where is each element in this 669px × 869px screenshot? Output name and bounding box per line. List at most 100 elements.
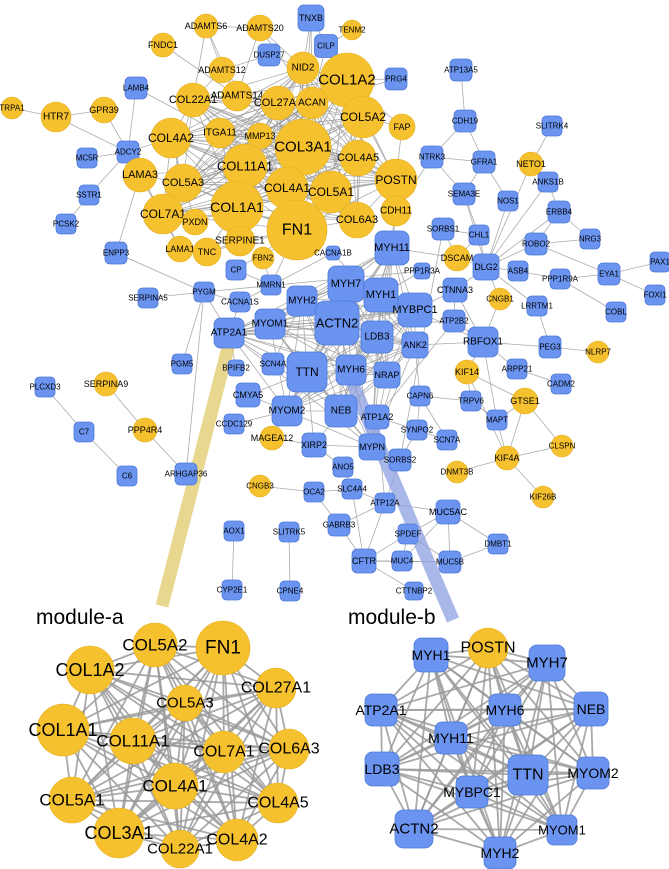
- gene-node-square[interactable]: [34, 376, 56, 398]
- gene-node-square[interactable]: [171, 353, 193, 375]
- main-node-COL1A1[interactable]: COL1A1: [210, 180, 264, 234]
- gene-node-square[interactable]: [497, 190, 519, 212]
- module-b-node-NEB[interactable]: NEB: [573, 691, 609, 727]
- gene-node-square[interactable]: [297, 4, 325, 32]
- gene-node-circle[interactable]: [266, 199, 328, 261]
- gene-node-square[interactable]: [537, 171, 559, 193]
- gene-node-square[interactable]: [363, 277, 399, 313]
- gene-node-square[interactable]: [124, 76, 148, 100]
- gene-node-square[interactable]: [550, 373, 572, 395]
- main-node-MYH1[interactable]: MYH1: [363, 277, 399, 313]
- gene-node-square[interactable]: [261, 352, 285, 376]
- gene-node-square[interactable]: [341, 478, 363, 500]
- main-node-MAGEA12[interactable]: MAGEA12: [251, 425, 294, 451]
- main-node-MYH2[interactable]: MYH2: [286, 285, 318, 317]
- main-node-PLCXD3[interactable]: PLCXD3: [29, 376, 61, 398]
- main-node-ARPP21[interactable]: ARPP21: [502, 358, 533, 380]
- gene-node-square[interactable]: [524, 232, 548, 256]
- main-node-C6[interactable]: C6: [116, 465, 138, 487]
- main-node-GABRB3[interactable]: GABRB3: [323, 513, 356, 537]
- main-node-ASB4[interactable]: ASB4: [507, 260, 529, 282]
- gene-node-square[interactable]: [455, 775, 489, 809]
- main-node-NRAP[interactable]: NRAP: [373, 361, 401, 389]
- main-node-ADAMTS20[interactable]: ADAMTS20: [236, 14, 284, 42]
- gene-node-square[interactable]: [137, 287, 159, 309]
- gene-node-square[interactable]: [327, 513, 351, 537]
- gene-node-circle[interactable]: [467, 627, 509, 669]
- main-node-SCN7A[interactable]: SCN7A: [434, 429, 461, 451]
- main-node-ENPP3[interactable]: ENPP3: [103, 241, 130, 265]
- module-a-node-COL11A1[interactable]: COL11A1: [96, 717, 170, 765]
- main-node-LAMB4[interactable]: LAMB4: [123, 76, 150, 100]
- main-node-TRPV6[interactable]: TRPV6: [458, 390, 484, 412]
- main-node-SERPINA5[interactable]: SERPINA5: [128, 287, 168, 309]
- main-node-MYBPC1[interactable]: MYBPC1: [392, 292, 438, 328]
- gene-node-square[interactable]: [174, 462, 198, 486]
- main-node-MYPN[interactable]: MYPN: [358, 433, 386, 461]
- main-node-CYP2E1[interactable]: CYP2E1: [217, 579, 248, 601]
- main-node-ATP2B2[interactable]: ATP2B2: [439, 309, 469, 333]
- main-node-NOS1[interactable]: NOS1: [497, 190, 519, 212]
- gene-node-circle[interactable]: [93, 371, 119, 397]
- main-node-COL11A1[interactable]: COL11A1: [217, 143, 273, 189]
- main-node-LDB3[interactable]: LDB3: [360, 320, 394, 354]
- module-a-node-COL27A1[interactable]: COL27A1: [241, 667, 311, 709]
- gene-node-square[interactable]: [487, 533, 509, 555]
- main-node-COL1A2[interactable]: COL1A2: [318, 52, 376, 108]
- gene-node-square[interactable]: [325, 245, 341, 261]
- module-b-node-MYOM2[interactable]: MYOM2: [567, 756, 619, 790]
- gene-node-circle[interactable]: [221, 80, 253, 112]
- main-node-XIRP2[interactable]: XIRP2: [301, 432, 327, 458]
- gene-node-square[interactable]: [528, 644, 566, 682]
- main-node-ADAMTS14[interactable]: ADAMTS14: [211, 80, 264, 112]
- module-b-node-MYH6[interactable]: MYH6: [486, 693, 525, 727]
- gene-node-circle[interactable]: [166, 684, 204, 722]
- main-node-SPDEF[interactable]: SPDEF: [395, 523, 422, 545]
- gene-node-circle[interactable]: [511, 387, 539, 415]
- main-node-RBFOX1[interactable]: RBFOX1: [463, 326, 503, 358]
- gene-node-square[interactable]: [303, 481, 325, 503]
- main-node-COL3A1[interactable]: COL3A1: [274, 118, 332, 176]
- gene-node-circle[interactable]: [0, 96, 24, 120]
- main-node-MYOM2[interactable]: MYOM2: [269, 395, 306, 427]
- module-a-node-COL5A2[interactable]: COL5A2: [122, 622, 188, 668]
- gene-node-circle[interactable]: [175, 82, 211, 118]
- main-node-CACNA1S[interactable]: CACNA1S: [221, 291, 259, 313]
- gene-node-square[interactable]: [507, 754, 549, 796]
- gene-node-square[interactable]: [506, 358, 528, 380]
- gene-node-square[interactable]: [467, 326, 499, 358]
- gene-node-square[interactable]: [452, 182, 476, 206]
- main-node-ACAN[interactable]: ACAN: [295, 86, 329, 120]
- gene-node-circle[interactable]: [163, 163, 203, 203]
- main-node-SLITRK4[interactable]: SLITRK4: [536, 115, 569, 137]
- gene-node-square[interactable]: [364, 404, 390, 430]
- gene-node-square[interactable]: [507, 260, 529, 282]
- module-b-node-MYH11[interactable]: MYH11: [428, 721, 474, 755]
- gene-node-square[interactable]: [409, 385, 431, 407]
- gene-node-square[interactable]: [116, 465, 138, 487]
- module-a-node-COL3A1[interactable]: COL3A1: [84, 807, 154, 859]
- gene-node-circle[interactable]: [195, 620, 251, 676]
- gene-node-square[interactable]: [335, 354, 367, 386]
- gene-node-circle[interactable]: [192, 237, 222, 267]
- main-node-CFTR[interactable]: CFTR: [351, 548, 377, 574]
- gene-node-square[interactable]: [358, 433, 386, 461]
- main-node-PAX1[interactable]: PAX1: [649, 251, 669, 273]
- gene-node-square[interactable]: [360, 320, 394, 354]
- main-node-SLC4A4[interactable]: SLC4A4: [337, 478, 367, 500]
- main-node-CP[interactable]: CP: [225, 259, 247, 281]
- gene-node-circle[interactable]: [151, 762, 199, 810]
- main-node-SORBS2[interactable]: SORBS2: [384, 448, 417, 472]
- main-node-MUC4[interactable]: MUC4: [391, 550, 414, 572]
- gene-node-square[interactable]: [351, 548, 377, 574]
- main-node-COL6A3[interactable]: COL6A3: [336, 201, 378, 239]
- gene-node-circle[interactable]: [109, 717, 157, 765]
- gene-node-circle[interactable]: [586, 340, 610, 364]
- gene-node-square[interactable]: [229, 291, 251, 313]
- gene-node-square[interactable]: [442, 277, 468, 303]
- gene-node-circle[interactable]: [122, 157, 158, 193]
- gene-node-circle[interactable]: [380, 195, 412, 227]
- main-node-FN1[interactable]: FN1: [266, 199, 328, 261]
- main-node-COBL[interactable]: COBL: [605, 301, 627, 323]
- main-node-SYNPO2[interactable]: SYNPO2: [401, 419, 434, 441]
